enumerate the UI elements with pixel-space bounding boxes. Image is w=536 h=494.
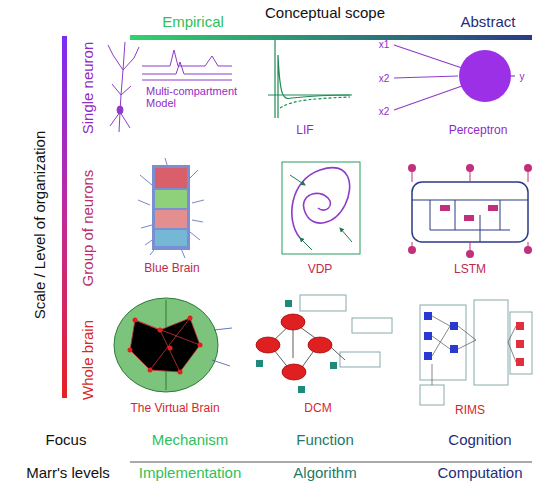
lstm-drawing — [408, 164, 532, 258]
axis-label: RIMS — [455, 404, 485, 417]
axis-label: x1 — [379, 39, 390, 50]
dcm-drawing — [256, 295, 392, 393]
blue-brain-drawing — [138, 158, 204, 258]
axis-label: Scale / Level of organization — [32, 131, 49, 319]
axis-label: Marr's levels — [26, 465, 110, 482]
axis-label: Group of neurons — [80, 170, 97, 287]
rims-drawing — [420, 300, 532, 405]
axis-label: y — [520, 71, 525, 82]
axis-label: Mechanism — [152, 432, 229, 449]
axis-label: Function — [296, 432, 354, 449]
axis-label: Cognition — [448, 432, 511, 449]
axis-label: Abstract — [460, 14, 515, 31]
perceptron-drawing — [394, 45, 515, 110]
vdp-plot — [282, 162, 360, 254]
axis-label: x2 — [379, 106, 390, 117]
axis-label: Whole brain — [80, 320, 97, 400]
axis-label: LIF — [296, 124, 313, 137]
lif-plot — [268, 40, 352, 118]
scope-bar — [130, 35, 532, 40]
axis-label: Computation — [437, 465, 522, 482]
axis-label: DCM — [304, 402, 331, 415]
axis-label: Implementation — [139, 465, 242, 482]
axis-label: VDP — [308, 263, 333, 276]
axis-label: Multi-compartment Model — [146, 85, 246, 109]
axis-label: Focus — [46, 432, 87, 449]
axis-label: The Virtual Brain — [130, 402, 219, 415]
scale-bar — [62, 36, 67, 398]
axis-label: Single neuron — [80, 42, 97, 135]
virtual-brain-drawing — [114, 298, 232, 392]
divider — [130, 462, 532, 463]
axis-label: Perceptron — [449, 124, 508, 137]
axis-label: Blue Brain — [144, 262, 199, 275]
axis-label: x2 — [379, 73, 390, 84]
title: Conceptual scope — [265, 5, 385, 22]
axis-label: LSTM — [454, 263, 486, 276]
axis-label: Algorithm — [293, 465, 356, 482]
axis-label: Empirical — [162, 14, 224, 31]
